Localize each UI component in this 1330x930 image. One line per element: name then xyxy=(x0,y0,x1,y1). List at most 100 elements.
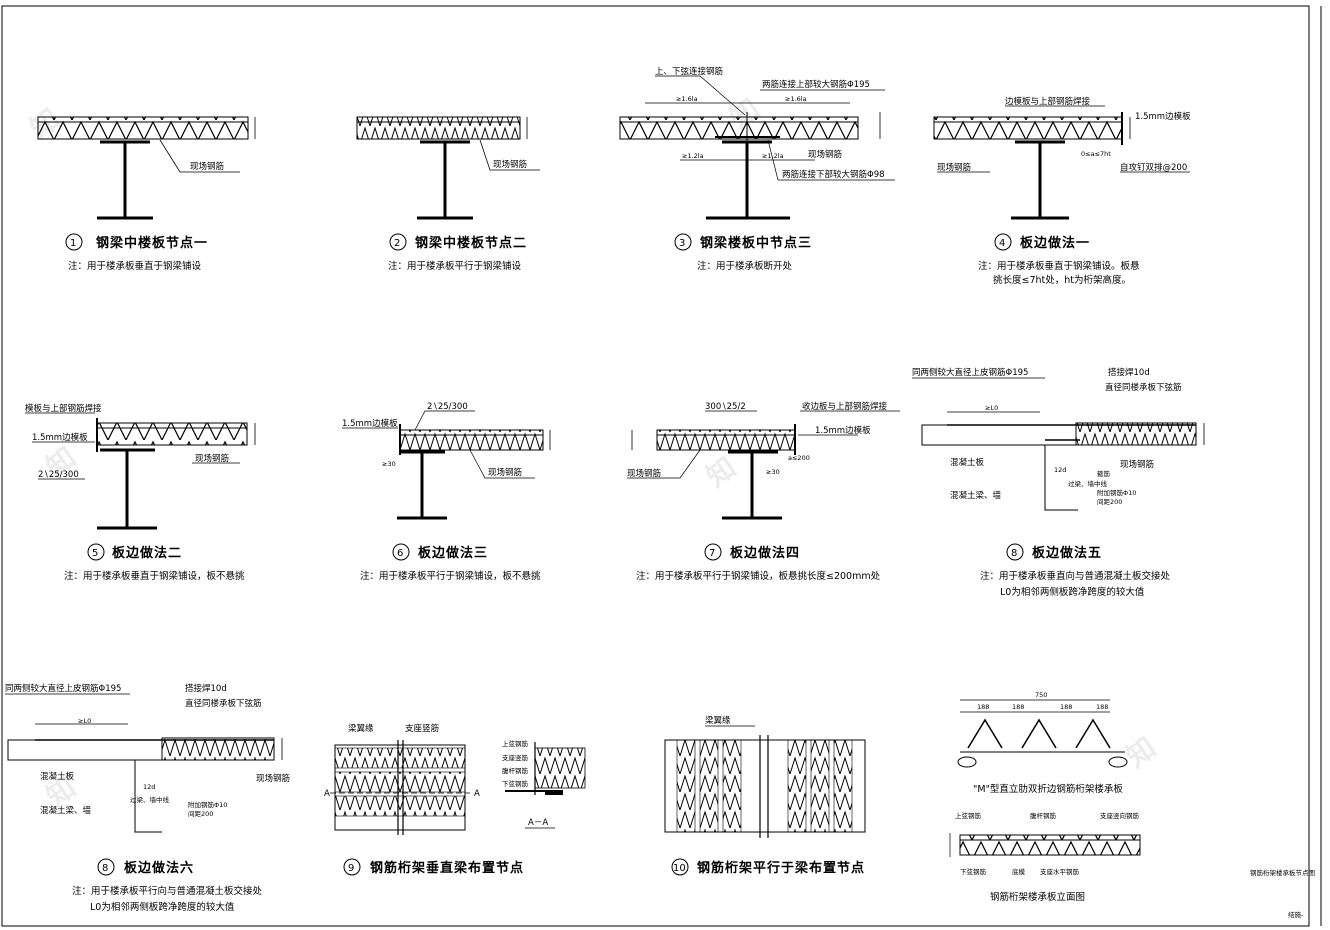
panel-9-aa-support: 支座竖筋 xyxy=(502,753,529,762)
panel-9-aa-title: A－A xyxy=(528,818,548,828)
panel-11-label-web: 腹杆钢筋 xyxy=(1030,811,1057,820)
panel-11-label-top: 上弦钢筋 xyxy=(955,811,982,820)
panel-2-number: 2 xyxy=(394,238,400,249)
panel-8b-note-1: 注：用于楼承板平行向与普通混凝土板交接处 xyxy=(72,885,263,897)
panel-8-label-beam: 混凝土梁、墙 xyxy=(950,490,1002,501)
panel-9-aa-bottom: 下弦钢筋 xyxy=(502,779,529,788)
panel-1-number: 1 xyxy=(70,238,76,249)
panel-8b-dim-12d: 12d xyxy=(143,783,155,791)
panel-10-number: 10 xyxy=(673,863,686,874)
panel-8-note-1: 注：用于楼承板垂直向与普通混凝土板交接处 xyxy=(980,570,1171,582)
panel-4-dim: 0≤a≤7ht xyxy=(1081,150,1111,158)
panel-3-label-field: 现场钢筋 xyxy=(808,149,842,160)
panel-7-label-form: 1.5mm边模板 xyxy=(815,425,871,436)
panel-2-detail: 现场钢筋 2 钢梁中楼板节点二 注：用于楼承板平行于钢梁铺设 xyxy=(356,116,540,272)
panel-8-label-spacing: 间距200 xyxy=(1097,498,1122,506)
panel-7-dim-2: a≤200 xyxy=(788,454,810,462)
panel-3-number: 3 xyxy=(679,238,685,249)
panel-11-detail: 750 188 188 188 188 "M"型直立肋双折边钢筋桁架楼承板 上弦… xyxy=(949,691,1141,903)
panel-11-dim-1: 188 xyxy=(977,703,989,711)
panel-8-label-top: 同两侧较大直径上皮钢筋Φ195 xyxy=(912,367,1028,378)
panel-8-label-slab: 混凝土板 xyxy=(950,457,985,468)
panel-8b-detail: 同两侧较大直径上皮钢筋Φ195 搭接焊10d 直径同楼承板下弦筋 ≥L0 混凝土… xyxy=(5,683,290,913)
panel-9-label-support: 支座竖筋 xyxy=(405,723,439,734)
panel-4-label-form: 1.5mm边模板 xyxy=(1135,111,1191,122)
panel-11-label-horizontal: 支座水平钢筋 xyxy=(1040,867,1080,876)
panel-8-detail: 同两侧较大直径上皮钢筋Φ195 搭接焊10d 直径同楼承板下弦筋 ≥L0 混凝土… xyxy=(912,367,1205,598)
panel-1-label: 现场钢筋 xyxy=(190,161,224,172)
panel-8-title: 板边做法五 xyxy=(1032,545,1102,561)
panel-10-detail: 梁翼缘 10 钢筋桁架平行于梁布置节点 xyxy=(664,715,866,876)
panel-2-label: 现场钢筋 xyxy=(493,159,527,170)
panel-9-number: 9 xyxy=(348,863,354,874)
panel-5-label-weld2: 2∖25/300 xyxy=(38,470,79,480)
panel-6-label-form: 1.5mm边模板 xyxy=(342,418,398,429)
panel-8-label-add: 附加钢筋Φ10 xyxy=(1097,488,1136,497)
panel-4-note-1: 注：用于楼承板垂直于钢梁铺设。板悬 xyxy=(978,260,1140,272)
panel-8-label-wall: 过梁、墙中线 xyxy=(1068,479,1108,488)
panel-3-dim-3: ≥1.2la xyxy=(682,152,704,160)
panel-9-detail: 梁翼缘 支座竖筋 A A 上弦钢筋 支座竖筋 腹杆钢筋 下弦钢筋 A－A 9 钢… xyxy=(324,723,586,876)
panel-11-title: "M"型直立肋双折边钢筋桁架楼承板 xyxy=(973,783,1123,795)
panel-7-title: 板边做法四 xyxy=(730,545,800,561)
panel-1-detail: 现场钢筋 1 钢梁中楼板节点一 注：用于楼承板垂直于钢梁铺设 xyxy=(37,116,256,272)
panel-6-detail: 1.5mm边模板 2∖25/300 ≥30 现场钢筋 6 板边做法三 注：用于楼… xyxy=(342,402,551,582)
panel-11-dim-4: 188 xyxy=(1096,703,1108,711)
panel-6-label-field: 现场钢筋 xyxy=(488,467,522,478)
panel-5-title: 板边做法二 xyxy=(112,545,182,561)
panel-4-note-2: 挑长度≤7ht处，ht为桁架高度。 xyxy=(993,274,1131,286)
panel-2-note: 注：用于楼承板平行于钢梁铺设 xyxy=(388,260,522,272)
panel-11-dim-3: 188 xyxy=(1060,703,1072,711)
panel-7-detail: 300∖25/2 收边板与上部钢筋焊接 1.5mm边模板 现场钢筋 ≥30 a≤… xyxy=(627,401,900,582)
panel-7-number: 7 xyxy=(709,548,715,559)
panel-11-label-base: 底模 xyxy=(1012,867,1026,876)
panel-3-label-top: 上、下弦连接钢筋 xyxy=(655,66,723,77)
panel-9-section-right: A xyxy=(474,789,480,799)
panel-8-number: 8 xyxy=(1011,548,1017,559)
panel-6-label-weld: 2∖25/300 xyxy=(427,402,468,412)
panel-8b-label-dia: 直径同楼承板下弦筋 xyxy=(185,698,262,709)
svg-text:知: 知 xyxy=(1120,730,1162,773)
panel-6-number: 6 xyxy=(397,548,403,559)
panel-7-note: 注：用于楼承板平行于钢梁铺设，板悬挑长度≤200mm处 xyxy=(636,570,881,582)
panel-4-label-screw: 自攻钉双排@200 xyxy=(1120,162,1187,173)
drawing-number: 结施- xyxy=(1288,910,1304,919)
panel-9-section-left: A xyxy=(324,789,330,799)
panel-7-dim-1: ≥30 xyxy=(766,468,780,476)
panel-5-label-field: 现场钢筋 xyxy=(195,453,229,464)
panel-10-title: 钢筋桁架平行于梁布置节点 xyxy=(697,860,865,876)
panel-10-label-flange: 梁翼缘 xyxy=(705,715,731,726)
panel-3-dim-2: ≥1.6la xyxy=(785,95,807,103)
sheet-border xyxy=(1,5,1310,927)
panel-9-aa-top: 上弦钢筋 xyxy=(502,739,529,748)
panel-4-number: 4 xyxy=(999,238,1005,249)
panel-8-label-lap: 搭接焊10d xyxy=(1108,367,1150,378)
panel-7-label-weld: 收边板与上部钢筋焊接 xyxy=(802,401,888,412)
panel-3-label-lower: 两筋连接下部较大钢筋Φ98 xyxy=(782,169,885,180)
panel-8b-number: 8 xyxy=(102,863,108,874)
panel-1-title: 钢梁中楼板节点一 xyxy=(96,235,208,251)
panel-8b-label-wall: 过梁、墙中线 xyxy=(130,795,170,804)
panel-8b-title: 板边做法六 xyxy=(124,860,194,876)
panel-9-aa-web: 腹杆钢筋 xyxy=(502,766,529,775)
panel-5-label-weld: 模板与上部钢筋焊接 xyxy=(25,403,102,414)
panel-8b-label-beam: 混凝土梁、墙 xyxy=(40,805,92,816)
panel-11-dim-2: 188 xyxy=(1012,703,1024,711)
panel-8b-label-top: 同两侧较大直径上皮钢筋Φ195 xyxy=(5,683,121,694)
panel-4-detail: 边模板与上部钢筋焊接 1.5mm边模板 现场钢筋 0≤a≤7ht 自攻钉双排@2… xyxy=(933,96,1191,286)
panel-8-note-2: L0为相邻两侧板跨净跨度的较大值 xyxy=(1000,586,1145,598)
panel-8-dim: ≥L0 xyxy=(985,404,998,412)
panel-3-detail: 上、下弦连接钢筋 两筋连接上部较大钢筋Φ195 ≥1.6la ≥1.6la ≥1… xyxy=(619,66,895,272)
panel-4-title: 板边做法一 xyxy=(1020,235,1090,251)
panel-8b-label-field: 现场钢筋 xyxy=(256,773,290,784)
panel-7-label-field: 现场钢筋 xyxy=(627,468,661,479)
panel-11-dim-total: 750 xyxy=(1035,691,1047,699)
panel-3-dim-4: ≥1.2la xyxy=(762,152,784,160)
panel-3-label-upper: 两筋连接上部较大钢筋Φ195 xyxy=(762,79,870,90)
svg-text:知: 知 xyxy=(700,450,742,493)
panel-8-label-dia: 直径同楼承板下弦筋 xyxy=(1105,382,1182,393)
panel-5-detail: 模板与上部钢筋焊接 1.5mm边模板 2∖25/300 现场钢筋 5 板边做法二… xyxy=(25,403,256,582)
panel-5-number: 5 xyxy=(92,548,98,559)
panel-8b-dim: ≥L0 xyxy=(78,717,91,725)
